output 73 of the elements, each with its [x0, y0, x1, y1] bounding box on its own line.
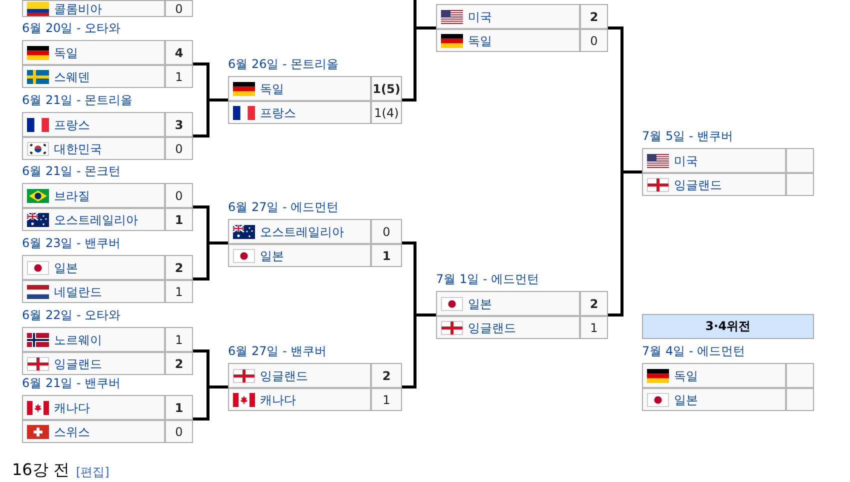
date-label: 6월 21일 - 몬크턴	[22, 164, 121, 178]
team-link: 캐나다	[260, 392, 296, 406]
score-cell: 1	[164, 209, 192, 230]
team-link: 대한민국	[54, 142, 102, 156]
date-label: 6월 23일 - 밴쿠버	[22, 236, 121, 250]
date-label: 7월 5일 - 밴쿠버	[642, 129, 734, 143]
team-row	[23, 419, 192, 442]
team-row	[643, 387, 813, 410]
team-row	[229, 387, 401, 410]
match-box	[436, 4, 608, 52]
date-label: 6월 26일 - 몬트리올	[228, 57, 339, 71]
score-cell: 0	[164, 421, 192, 442]
team-row	[23, 279, 192, 302]
team-link: 스웨덴	[54, 70, 90, 84]
team-link: 독일	[260, 82, 284, 96]
team-link: 잉글랜드	[54, 356, 102, 370]
score-cell: 1	[579, 317, 607, 338]
team-link: 오스트레일리아	[260, 224, 344, 238]
team-row	[643, 172, 813, 195]
team-link: 일본	[468, 296, 492, 310]
team-row	[229, 243, 401, 266]
bracket-line	[193, 242, 228, 280]
team-link: 일본	[674, 392, 698, 406]
team-link: 독일	[674, 368, 698, 382]
date-label: 6월 22일 - 오타와	[22, 308, 121, 322]
score-cell: 0	[579, 30, 607, 51]
edit-link: [편집]	[76, 465, 110, 479]
bracket-line	[402, 314, 436, 388]
team-row	[437, 28, 607, 51]
score-cell: 1	[164, 281, 192, 302]
team-row	[23, 351, 192, 374]
date-label: 6월 21일 - 밴쿠버	[22, 376, 121, 390]
score-cell: 0	[164, 1, 192, 16]
score-cell: 1	[164, 66, 192, 87]
section-heading: 16강 전	[12, 461, 70, 479]
score-cell: 1	[370, 245, 401, 266]
team-link: 잉글랜드	[260, 368, 308, 382]
team-link: 노르웨이	[54, 332, 102, 346]
date-label: 7월 1일 - 에드먼턴	[436, 272, 540, 286]
team-link: 프랑스	[260, 106, 296, 120]
date-label: 6월 20일 - 오타와	[22, 21, 121, 35]
team-link: 캐나다	[54, 400, 90, 414]
team-link: 프랑스	[54, 118, 90, 132]
team-link: 미국	[674, 154, 698, 168]
team-row	[23, 64, 192, 87]
score-cell: 1	[370, 389, 401, 410]
date-label: 6월 21일 - 몬트리올	[22, 93, 133, 107]
team-link: 독일	[468, 34, 492, 48]
team-row	[23, 207, 192, 230]
team-link: 잉글랜드	[674, 178, 722, 192]
score-cell: 1(4)	[370, 102, 401, 123]
date-label: 7월 4일 - 에드먼턴	[642, 344, 746, 358]
team-row	[437, 315, 607, 338]
score-cell: 0	[164, 138, 192, 159]
team-link: 오스트레일리아	[54, 212, 138, 226]
team-link: 브라질	[54, 188, 90, 202]
team-link: 잉글랜드	[468, 320, 516, 334]
team-link: 일본	[260, 248, 284, 262]
team-row	[23, 136, 192, 159]
team-row	[229, 100, 401, 123]
score-cell: 2	[164, 353, 192, 374]
team-link: 스위스	[54, 424, 90, 438]
bracket-line	[193, 98, 228, 138]
team-link: 네덜란드	[54, 284, 102, 298]
date-label: 6월 27일 - 에드먼턴	[228, 200, 339, 214]
round-header: 3·4위전	[642, 314, 814, 339]
bracket-line	[193, 386, 228, 420]
date-label: 6월 27일 - 밴쿠버	[228, 344, 327, 358]
team-link: 독일	[54, 46, 78, 60]
team-link: 일본	[54, 260, 78, 274]
bracket-line	[402, 26, 436, 102]
team-link: 미국	[468, 10, 492, 24]
team-link: 콜롬비아	[54, 2, 102, 16]
